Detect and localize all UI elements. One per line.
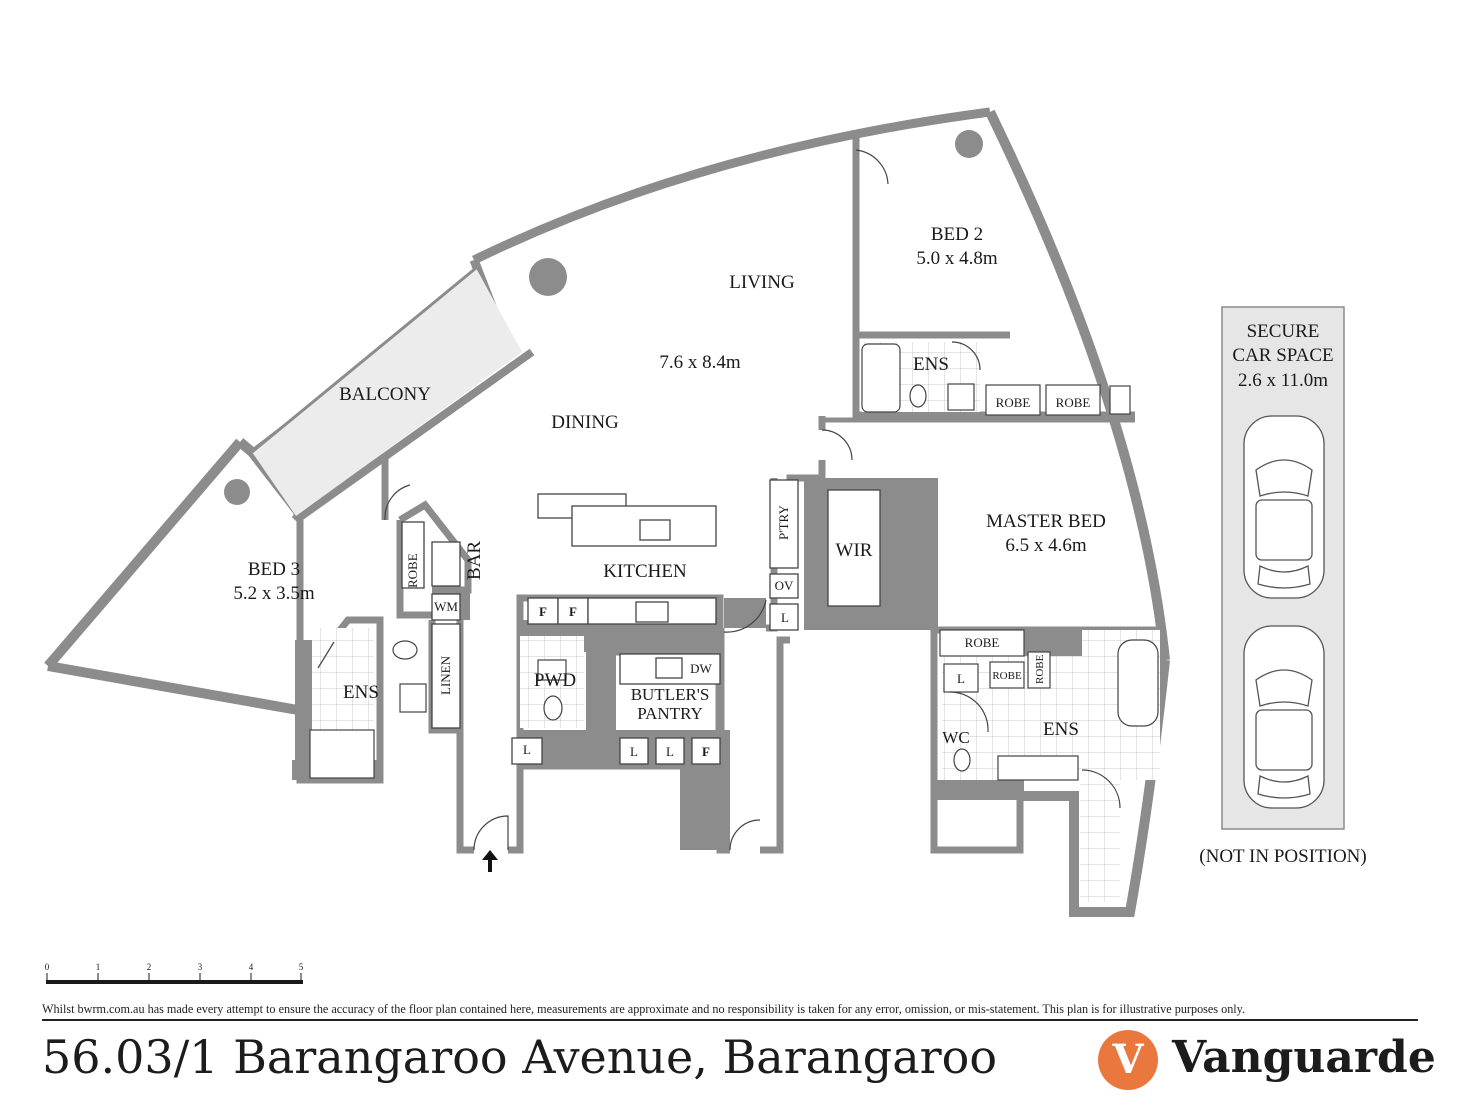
scale-tick-4: 4	[249, 962, 254, 972]
car-space: SECURE CAR SPACE 2.6 x 11.0m (NOT IN POS…	[1199, 306, 1367, 867]
disclaimer-text: Whilst bwrm.com.au has made every attemp…	[42, 1002, 1246, 1016]
ov-label: OV	[775, 578, 794, 593]
ens-bed3-label: ENS	[343, 682, 379, 703]
dining-label: DINING	[551, 412, 619, 433]
robe-master-label: ROBE	[965, 635, 1000, 650]
ens-master-label: ENS	[1043, 719, 1079, 740]
bed2-label: BED 2	[931, 224, 983, 245]
brand-logo: V Vanguarde	[1098, 1030, 1436, 1090]
butlers-label: BUTLER'S	[631, 685, 710, 704]
laundry-label-2: L	[523, 742, 531, 757]
living-label: LIVING	[729, 272, 795, 293]
scale-tick-3: 3	[198, 962, 203, 972]
bar-label: BAR	[464, 541, 485, 580]
brand-name: Vanguarde	[1172, 1032, 1436, 1083]
living-dims-label: 7.6 x 8.4m	[659, 352, 741, 373]
car-icon	[1243, 415, 1325, 599]
column-icon	[224, 479, 250, 505]
exterior-walls	[44, 107, 1170, 917]
robe-master-vertical-label: ROBE	[1034, 654, 1046, 684]
car-space-line1: SECURE	[1247, 321, 1320, 342]
bathroom-fixtures	[309, 343, 1159, 781]
pantry-short-label: P'TRY	[776, 505, 791, 540]
brand-mark-icon: V	[1098, 1030, 1158, 1090]
ens-bed2-label: ENS	[913, 354, 949, 375]
fridge-label-3: F	[702, 744, 710, 759]
dw-label: DW	[690, 661, 712, 676]
laundry-label-1: L	[781, 610, 789, 625]
scale-tick-5: 5	[299, 962, 304, 972]
fridge-label-2: F	[569, 604, 577, 619]
scale-bar: 0 1 2 3 4 5	[45, 962, 304, 984]
master-dims-label: 6.5 x 4.6m	[1005, 535, 1087, 556]
doors	[317, 149, 1121, 851]
column-icon	[529, 258, 567, 296]
robe-bed2-a-label: ROBE	[996, 395, 1031, 410]
divider	[42, 1019, 1418, 1021]
wir-label: WIR	[836, 540, 873, 561]
laundry-label-5: L	[957, 671, 965, 686]
car-icon	[1243, 625, 1325, 809]
kitchen-label: KITCHEN	[603, 561, 687, 582]
not-in-position-note: (NOT IN POSITION)	[1199, 846, 1366, 867]
balcony-label: BALCONY	[339, 384, 431, 405]
robe-bed3-label: ROBE	[405, 553, 420, 588]
scale-tick-0: 0	[45, 962, 50, 972]
column-icon	[955, 130, 983, 158]
linen-label: LINEN	[438, 655, 453, 695]
laundry-label-4: L	[666, 744, 674, 759]
laundry-label-3: L	[630, 744, 638, 759]
floor-plan: LIVING 7.6 x 8.4m DINING BALCONY KITCHEN…	[44, 107, 1367, 917]
property-address: 56.03/1 Barangaroo Avenue, Barangaroo	[42, 1030, 998, 1084]
wc-label: WC	[942, 728, 969, 747]
pantry-label: PANTRY	[637, 704, 703, 723]
bed3-dims-label: 5.2 x 3.5m	[233, 583, 315, 604]
pwd-label: PWD	[534, 670, 576, 691]
kitchen-fixtures	[401, 479, 881, 765]
entry-arrow-icon	[482, 850, 498, 872]
master-bed-label: MASTER BED	[986, 511, 1106, 532]
balcony-area	[251, 266, 522, 516]
scale-tick-1: 1	[96, 962, 101, 972]
scale-tick-2: 2	[147, 962, 152, 972]
car-space-dims: 2.6 x 11.0m	[1238, 370, 1328, 391]
robe-master-small-label: ROBE	[992, 670, 1022, 682]
robe-bed2-b-label: ROBE	[1056, 395, 1091, 410]
wm-label: WM	[434, 599, 458, 614]
room-labels: LIVING 7.6 x 8.4m DINING BALCONY KITCHEN…	[233, 224, 1106, 759]
bed3-label: BED 3	[248, 559, 300, 580]
bed2-dims-label: 5.0 x 4.8m	[916, 248, 998, 269]
fridge-label-1: F	[539, 604, 547, 619]
car-space-line2: CAR SPACE	[1232, 345, 1333, 366]
